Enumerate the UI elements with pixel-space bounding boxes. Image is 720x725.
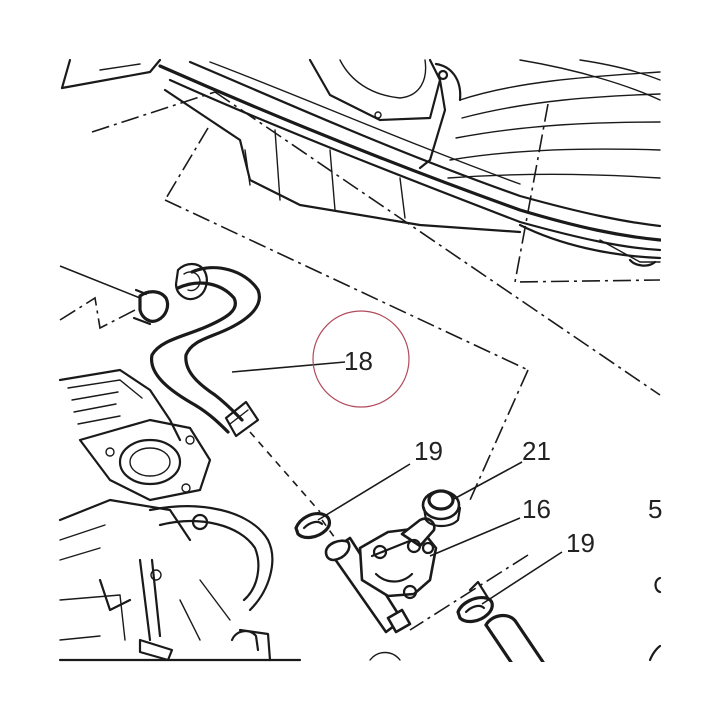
- callout-16-label: 16: [522, 494, 551, 524]
- callout-5-label: 5: [648, 494, 662, 524]
- assembly-guide-lines: [59, 91, 661, 631]
- valve-16: [324, 517, 438, 634]
- callout-18-label: 18: [344, 346, 373, 376]
- callout-19-right-label: 19: [566, 528, 595, 558]
- hose-18: [132, 262, 261, 438]
- clamp-19-left: [294, 512, 332, 540]
- adjacent-part: [648, 576, 662, 662]
- callout-19-left-label: 19: [414, 436, 443, 466]
- clamp-19-right: [456, 580, 547, 670]
- callout-18-highlight-circle: [312, 310, 410, 408]
- frame-assembly: [60, 58, 662, 267]
- engine-block: [58, 368, 401, 662]
- callout-21-label: 21: [522, 436, 551, 466]
- cap-21: [421, 489, 462, 528]
